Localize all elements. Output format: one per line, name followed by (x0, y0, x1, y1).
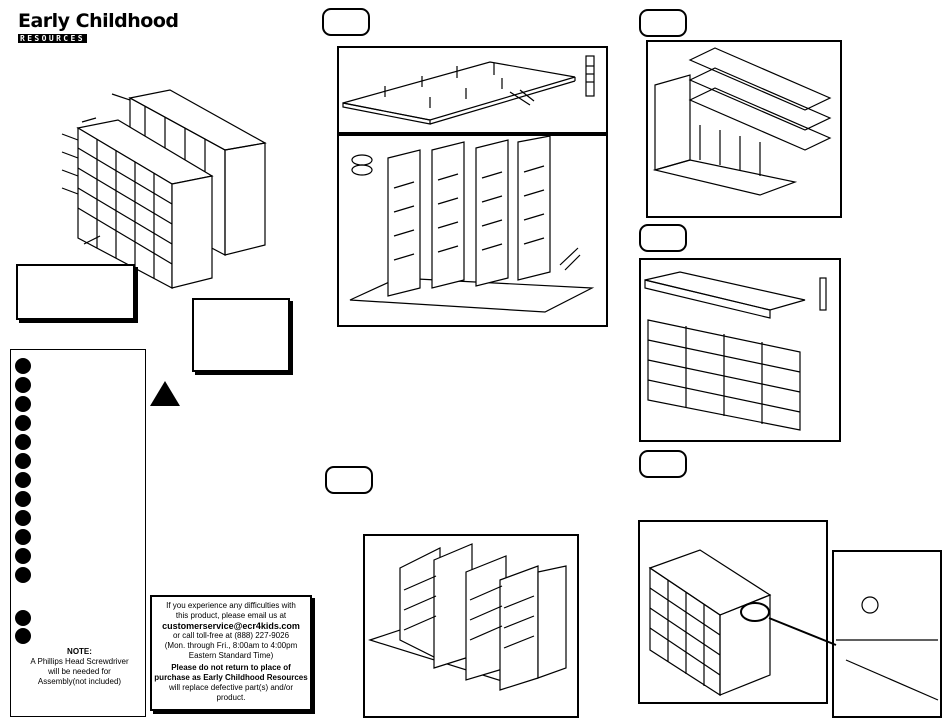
part-marker-i (15, 510, 31, 526)
note-title: NOTE: (67, 647, 92, 656)
help-line-6: will replace defective part(s) and/or (168, 683, 294, 692)
part-marker-j (15, 529, 31, 545)
part-marker-l (15, 567, 31, 583)
note-line-3: Assembly(not included) (37, 677, 122, 686)
step2-illustration (368, 543, 567, 691)
step-tab-3 (639, 9, 687, 37)
help-line-7: product. (216, 693, 246, 702)
part-marker-n (15, 628, 31, 644)
brand-logo-subtitle: RESOURCES (18, 34, 87, 43)
part-marker-b (15, 377, 31, 393)
note-line-2: will be needed for (48, 667, 111, 676)
part-marker-g (15, 472, 31, 488)
step1-bottom-frame (337, 132, 608, 327)
step-tab-2 (325, 466, 373, 494)
part-marker-d (15, 415, 31, 431)
part-marker-a (15, 358, 31, 374)
parts-list-box (10, 349, 146, 717)
help-line-3: or call toll-free at (888) 227-9026 (172, 631, 290, 640)
step-tab-4 (639, 224, 687, 252)
step1-bottom-illustration (349, 135, 595, 313)
help-line-2: this product, please email us at (175, 611, 287, 620)
step3-frame (646, 40, 842, 218)
help-line-1: If you experience any difficulties with (166, 601, 296, 610)
step2-frame (363, 534, 579, 718)
help-bold-2: purchase as Early Childhood Resources (154, 673, 308, 682)
help-email[interactable]: customerservice@ecr4kids.com (162, 621, 300, 631)
note-line-1: A Phillips Head Screwdriver (30, 657, 129, 666)
step5-frame (638, 520, 828, 704)
step4-illustration (644, 271, 827, 431)
step4-frame (639, 258, 841, 442)
brand-logo: Early Childhood (18, 10, 179, 32)
step1-top-illustration (342, 55, 595, 125)
step-tab-1 (322, 8, 370, 36)
part-marker-f (15, 453, 31, 469)
step1-top-frame (337, 46, 608, 136)
warning-triangle-icon (150, 381, 180, 406)
cabinet-front-illustration (61, 117, 214, 289)
step-tab-5 (639, 450, 687, 478)
parts-callout-box-2 (192, 298, 290, 372)
part-marker-k (15, 548, 31, 564)
step5-detail-frame (832, 550, 942, 718)
part-marker-m (15, 610, 31, 626)
part-marker-h (15, 491, 31, 507)
step5-illustration (648, 549, 939, 701)
parts-callout-box (16, 264, 135, 320)
help-line-5: Eastern Standard Time) (188, 651, 274, 660)
help-bold-1: Please do not return to place of (171, 663, 291, 672)
note-text: NOTE: A Phillips Head Screwdriver will b… (12, 647, 147, 687)
customer-help-box: If you experience any difficulties with … (150, 595, 312, 711)
help-line-4: (Mon. through Fri., 8:00am to 4:00pm (164, 641, 298, 650)
part-marker-e (15, 434, 31, 450)
step3-illustration (652, 47, 832, 196)
part-marker-c (15, 396, 31, 412)
